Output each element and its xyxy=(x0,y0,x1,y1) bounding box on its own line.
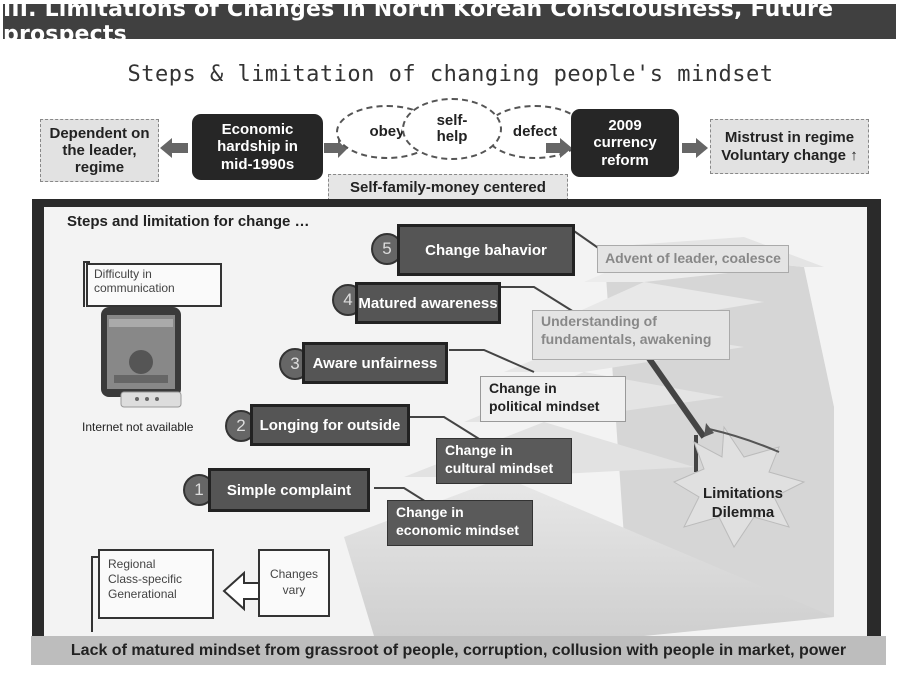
step-2-box: Longing for outside xyxy=(250,404,410,446)
panel-frame-left xyxy=(32,199,44,636)
step-2-label: Longing for outside xyxy=(259,416,401,434)
step-3-label: Aware unfairness xyxy=(312,354,438,372)
step-4-number: 4 xyxy=(332,284,364,316)
arrow-left-icon xyxy=(160,138,188,158)
internet-label: Internet not available xyxy=(82,420,194,434)
mistrust-box: Mistrust in regime Voluntary change ↑ xyxy=(710,119,869,174)
step-4-box: Matured awareness xyxy=(355,282,501,324)
political-mindset-label: Change in political mindset xyxy=(480,376,626,422)
slide-subtitle: Steps & limitation of changing people's … xyxy=(127,62,774,87)
panel-frame-right xyxy=(867,199,881,636)
changes-vary-box: Changes vary xyxy=(258,549,330,617)
step-1-label: Simple complaint xyxy=(226,481,352,499)
step-5-label: Change bahavior xyxy=(425,241,547,259)
footer-banner: Lack of matured mindset from grassroot o… xyxy=(31,636,886,665)
difficulty-box: Difficulty in communication xyxy=(86,263,222,307)
arrow-right-icon xyxy=(546,138,572,158)
arrow-right-icon xyxy=(682,138,708,158)
step-3-box: Aware unfairness xyxy=(302,342,448,384)
slide-title: III. Limitations of Changes in North Kor… xyxy=(3,0,896,47)
defect-label: defect xyxy=(512,122,558,140)
panel-heading: Steps and limitation for change … xyxy=(67,213,310,230)
step-5-box: Change bahavior xyxy=(397,224,575,276)
obey-label: obey xyxy=(369,122,405,140)
cultural-mindset-label: Change in cultural mindset xyxy=(436,438,572,484)
dependent-box: Dependent on the leader, regime xyxy=(40,119,159,182)
economic-hardship-box: Economic hardship in mid-1990s xyxy=(192,114,323,180)
step-4-label: Matured awareness xyxy=(358,294,498,312)
advent-label: Advent of leader, coalesce xyxy=(597,245,789,273)
limitations-label: Limitations Dilemma xyxy=(702,485,783,521)
self-help-ellipse: self- help xyxy=(402,98,502,160)
self-help-label: self- help xyxy=(436,111,468,145)
centered-box: Self-family-money centered xyxy=(328,174,568,201)
groups-box: Regional Class-specific Generational xyxy=(98,549,214,619)
currency-reform-box: 2009 currency reform xyxy=(571,109,679,177)
understanding-label: Understanding of fundamentals, awakening xyxy=(532,310,730,360)
economic-mindset-label: Change in economic mindset xyxy=(387,500,533,546)
step-1-box: Simple complaint xyxy=(208,468,370,512)
panel-frame-top xyxy=(32,199,881,207)
